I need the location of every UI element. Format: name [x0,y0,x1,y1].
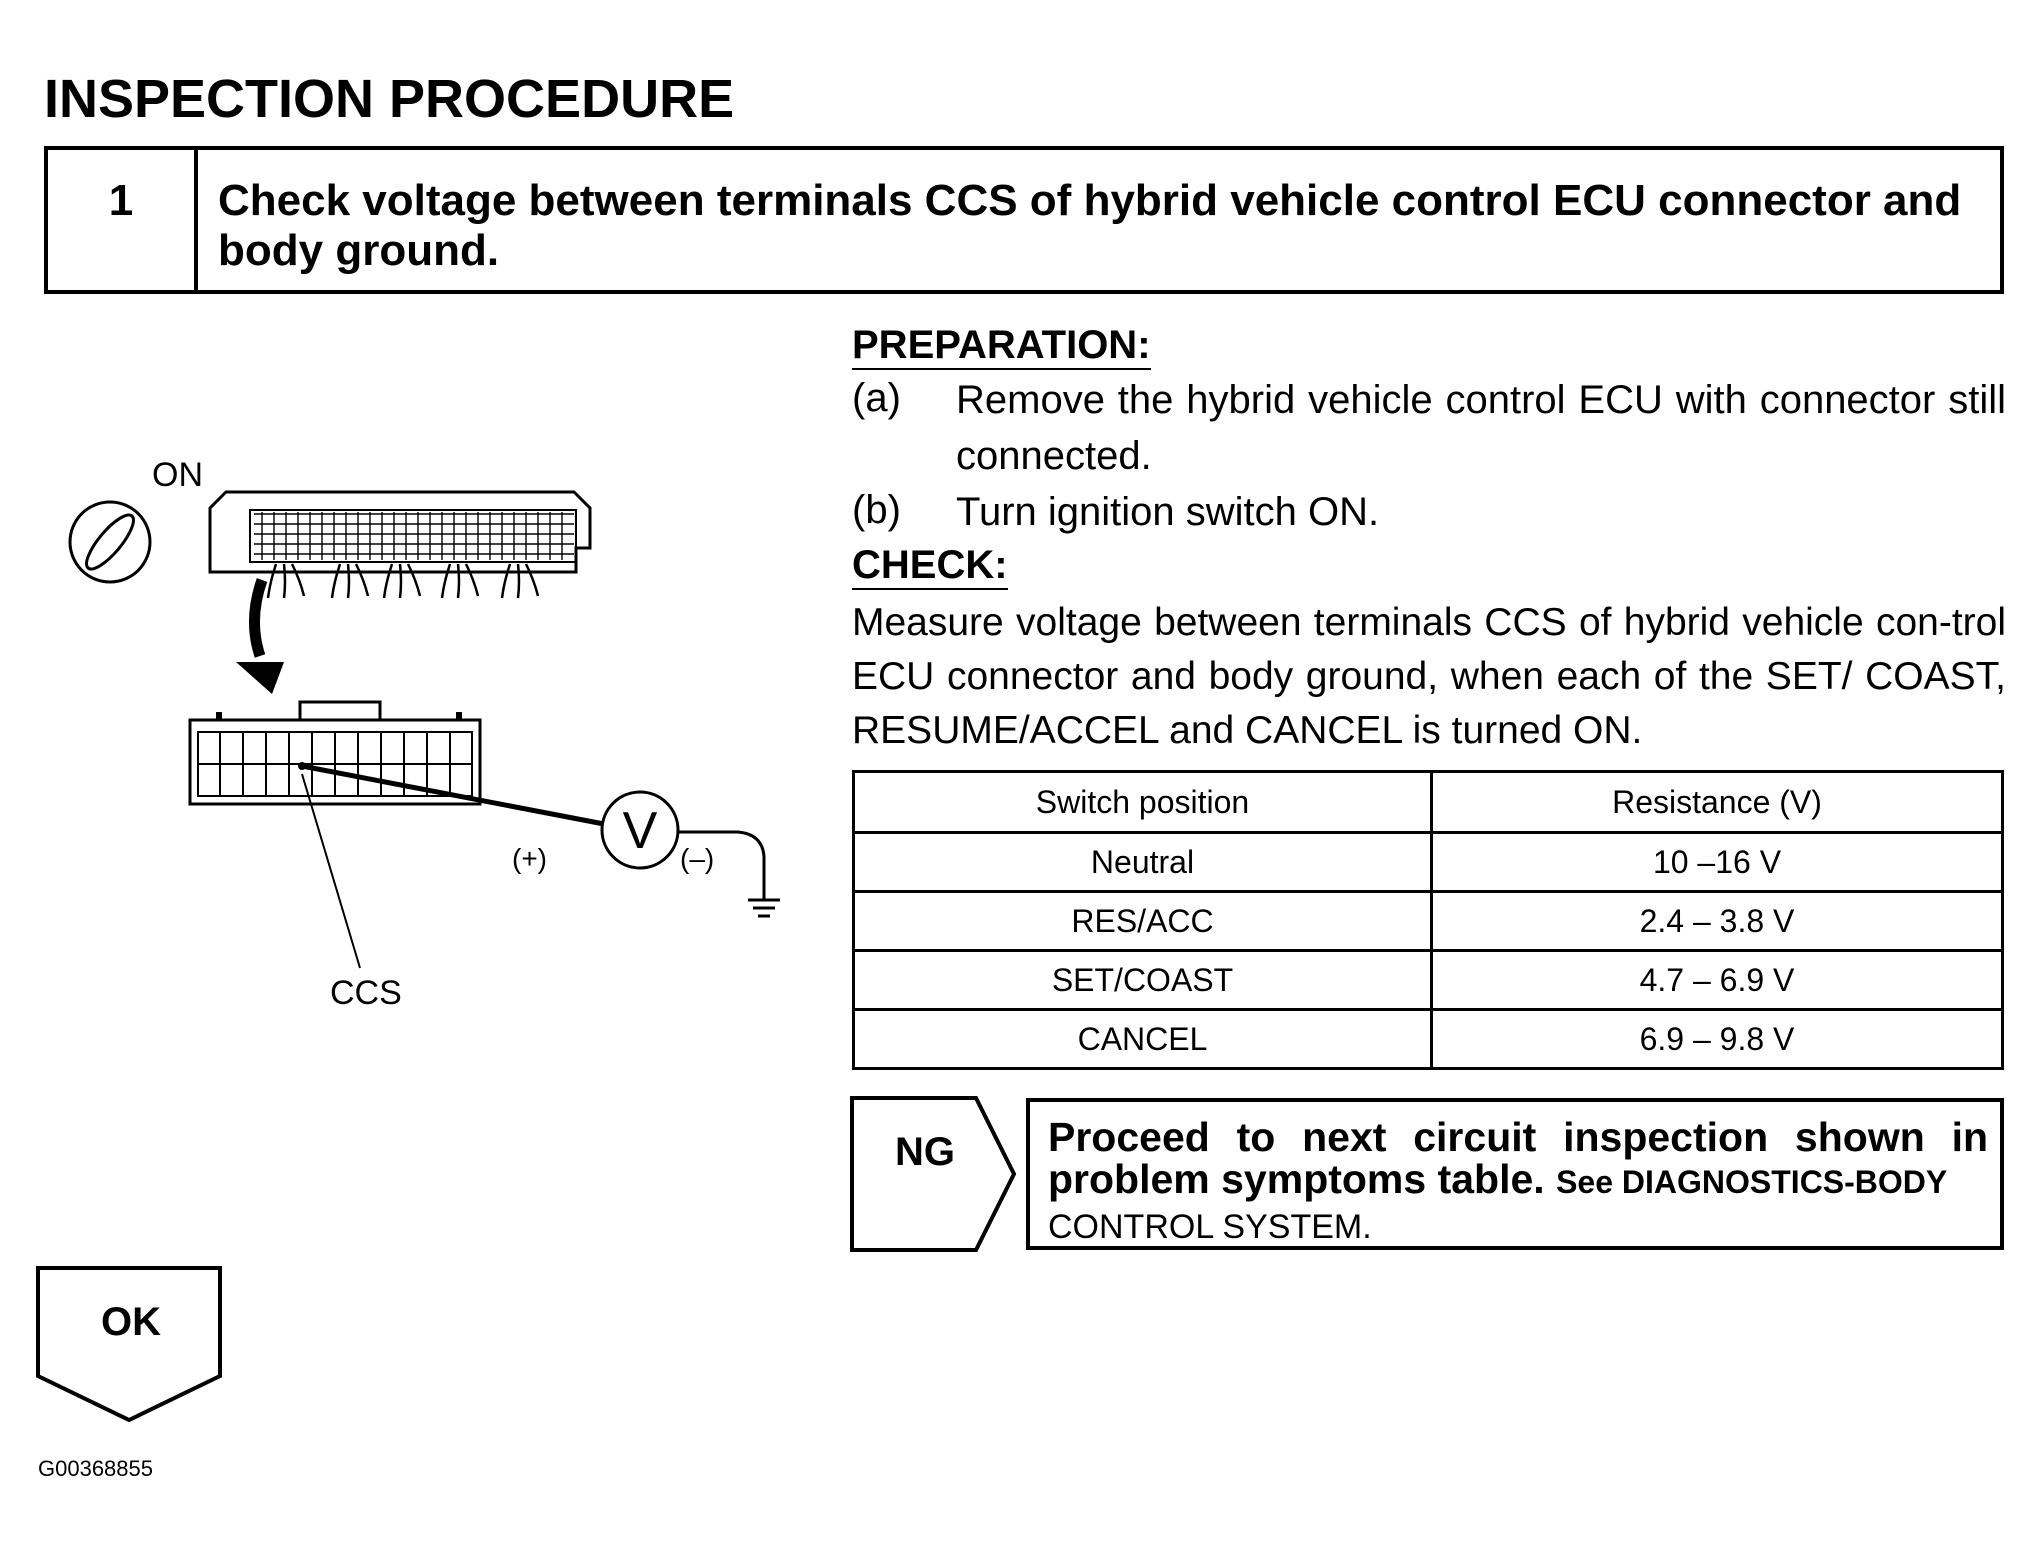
prep-item-a-label: (a) [852,376,901,420]
ok-label: OK [101,1300,161,1344]
table-row: SET/COAST 4.7 – 6.9 V [852,949,2004,1011]
table-row: CANCEL 6.9 – 9.8 V [852,1008,2004,1070]
connector-icon [188,700,482,806]
table-cell: 4.7 – 6.9 V [1430,949,2004,1011]
ecu-unit-icon [208,490,592,599]
ng-action-text: Proceed to next circuit inspection shown… [1048,1116,1988,1248]
table-cell: CANCEL [852,1008,1433,1070]
ng-action-bold: Proceed to next circuit inspection shown… [1048,1114,1988,1202]
check-heading: CHECK: [852,542,1008,590]
table-header-cell: Switch position [852,770,1433,834]
voltmeter-icon: V [600,790,680,870]
figure-id: G00368855 [38,1456,153,1481]
table-row: RES/ACC 2.4 – 3.8 V [852,890,2004,952]
step-number: 1 [48,150,198,290]
ng-arrow-shape [850,1096,1017,1252]
voltage-spec-table: Switch position Resistance (V) Neutral 1… [852,770,2004,1070]
ignition-switch-icon [68,500,152,584]
table-cell: RES/ACC [852,890,1433,952]
table-cell: 2.4 – 3.8 V [1430,890,2004,952]
on-label: ON [152,456,203,494]
ng-see-text: See DIAGNOSTICS-BODY [1556,1164,1948,1200]
ground-icon [748,898,780,918]
preparation-heading: PREPARATION: [852,322,1151,370]
meter-label: V [623,802,658,860]
ng-see-cont: CONTROL SYSTEM. [1048,1208,1372,1246]
ng-label: NG [895,1130,955,1174]
ccs-label: CCS [330,974,402,1012]
step-header-box: 1 Check voltage between terminals CCS of… [44,146,2004,294]
table-cell: 6.9 – 9.8 V [1430,1008,2004,1070]
table-cell: 10 –16 V [1430,831,2004,893]
wiring-diagram: ON CCS [68,456,780,1012]
plus-label: (+) [512,843,547,874]
table-cell: Neutral [852,831,1433,893]
ok-arrow-shape [36,1266,222,1423]
prep-item-b-label: (b) [852,488,901,532]
ng-action-box: Proceed to next circuit inspection shown… [1026,1098,2004,1250]
prep-item-b-text: Turn ignition switch ON. [956,490,1380,534]
page-title: INSPECTION PROCEDURE [44,69,735,129]
check-text: Measure voltage between terminals CCS of… [852,601,2006,752]
step-text: Check voltage between terminals CCS of h… [218,176,1962,275]
prep-item-a-text: Remove the hybrid vehicle control ECU wi… [956,378,2006,478]
table-header-row: Switch position Resistance (V) [852,770,2004,834]
table-header-cell: Resistance (V) [1430,770,2004,834]
minus-label: (–) [680,843,714,874]
table-cell: SET/COAST [852,949,1433,1011]
table-row: Neutral 10 –16 V [852,831,2004,893]
